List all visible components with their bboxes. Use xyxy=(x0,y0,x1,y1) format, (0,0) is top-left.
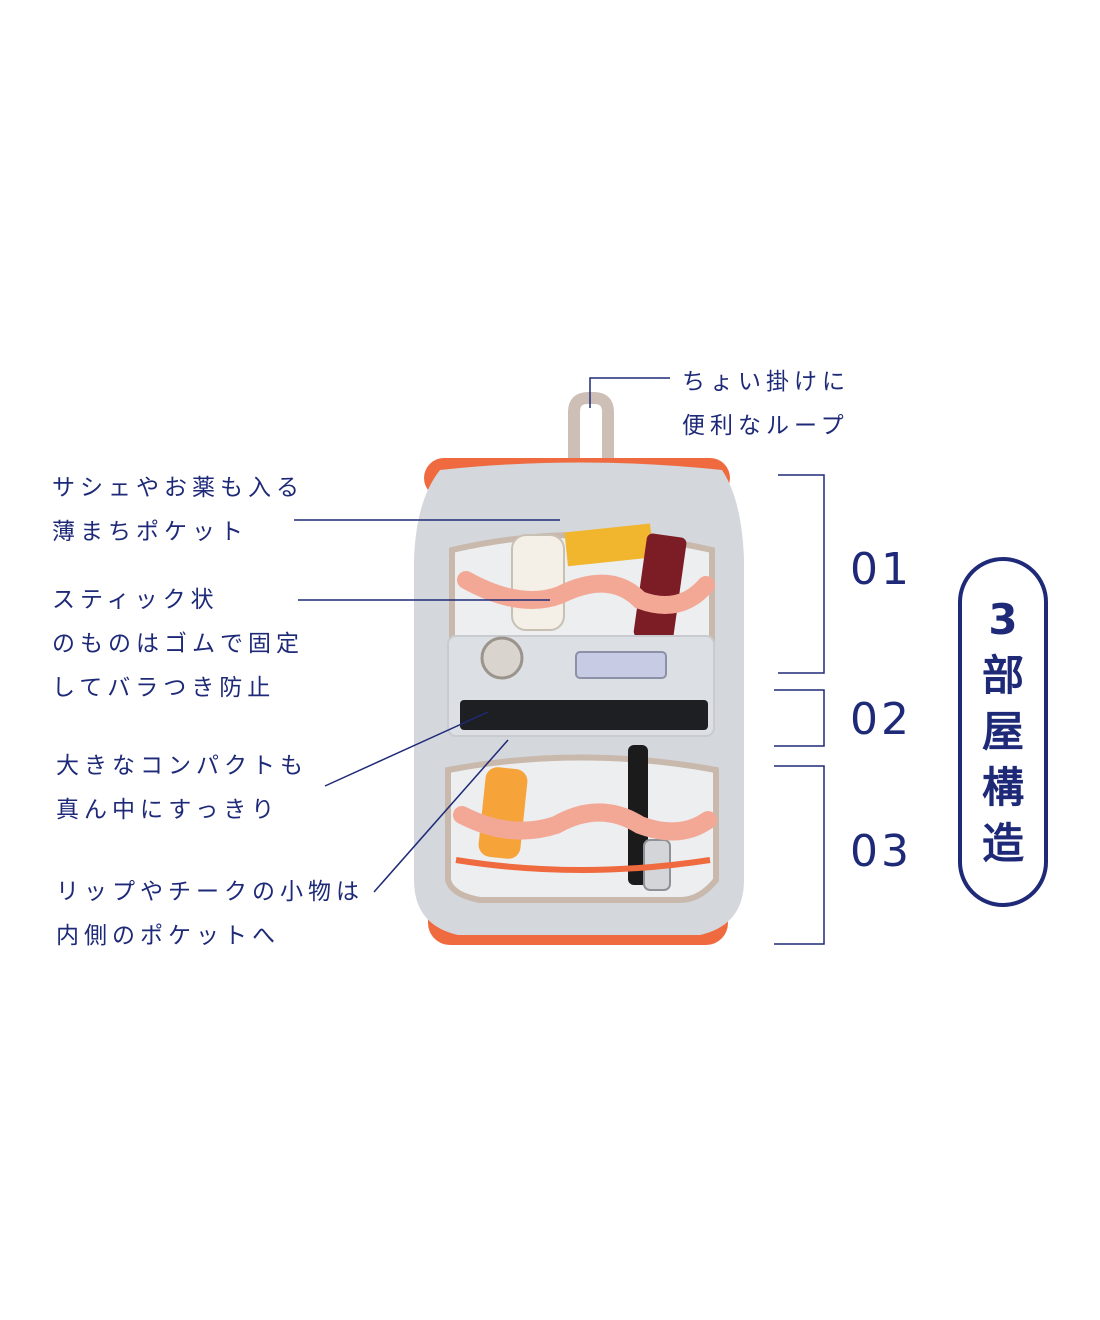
badge-char-1: 3 xyxy=(988,595,1018,644)
callout-elastic-band: スティック状 のものはゴムで固定 してバラつき防止 xyxy=(52,578,304,710)
compact-clear xyxy=(575,651,667,679)
callout-line-3 xyxy=(324,711,489,787)
callout-thin-pocket: サシェやお薬も入る 薄まちポケット xyxy=(52,466,304,554)
compartment-number-03: 03 xyxy=(850,826,912,877)
loop-note-line-2: 便利なループ xyxy=(682,413,849,439)
loop-note-line-1: ちょい掛けに xyxy=(682,369,850,395)
compartment-number-01: 01 xyxy=(850,544,912,595)
badge-char-2: 部 xyxy=(981,651,1024,700)
hanging-loop xyxy=(568,392,614,464)
three-compartment-badge: 3 部 屋 構 造 xyxy=(958,557,1048,907)
black-compact xyxy=(460,700,708,730)
badge-char-4: 構 xyxy=(981,763,1024,812)
loop-leader-line xyxy=(589,377,670,408)
lipstick-stick xyxy=(633,533,687,642)
spray-bottle xyxy=(511,534,565,631)
callout-2-line-1: スティック状 xyxy=(52,587,219,613)
callout-compact: 大きなコンパクトも 真ん中にすっきり xyxy=(56,744,308,832)
callout-1-line-2: 薄まちポケット xyxy=(52,519,248,545)
callout-1-line-1: サシェやお薬も入る xyxy=(52,475,304,501)
callout-2-line-2: のものはゴムで固定 xyxy=(52,631,304,657)
compact-round xyxy=(480,636,524,680)
callout-line-4 xyxy=(373,739,509,893)
badge-char-3: 屋 xyxy=(981,707,1024,756)
callout-2-line-3: してバラつき防止 xyxy=(52,675,276,701)
loop-note: ちょい掛けに 便利なループ xyxy=(682,360,850,448)
bracket-01 xyxy=(778,474,825,674)
callout-4-line-2: 内側のポケットへ xyxy=(56,923,280,949)
badge-char-5: 造 xyxy=(981,819,1024,868)
callout-inner-pocket: リップやチークの小物は 内側のポケットへ xyxy=(56,870,364,958)
elastic-band-bottom xyxy=(453,803,717,841)
bracket-02 xyxy=(774,689,825,747)
bracket-03 xyxy=(774,765,825,945)
elastic-band-top xyxy=(457,571,715,614)
compartment-number-02: 02 xyxy=(850,694,912,745)
callout-3-line-2: 真ん中にすっきり xyxy=(56,797,280,823)
inner-pocket-trim xyxy=(455,857,711,873)
callout-4-line-1: リップやチークの小物は xyxy=(56,879,364,905)
sachet xyxy=(564,523,654,567)
callout-3-line-1: 大きなコンパクトも xyxy=(56,753,308,779)
